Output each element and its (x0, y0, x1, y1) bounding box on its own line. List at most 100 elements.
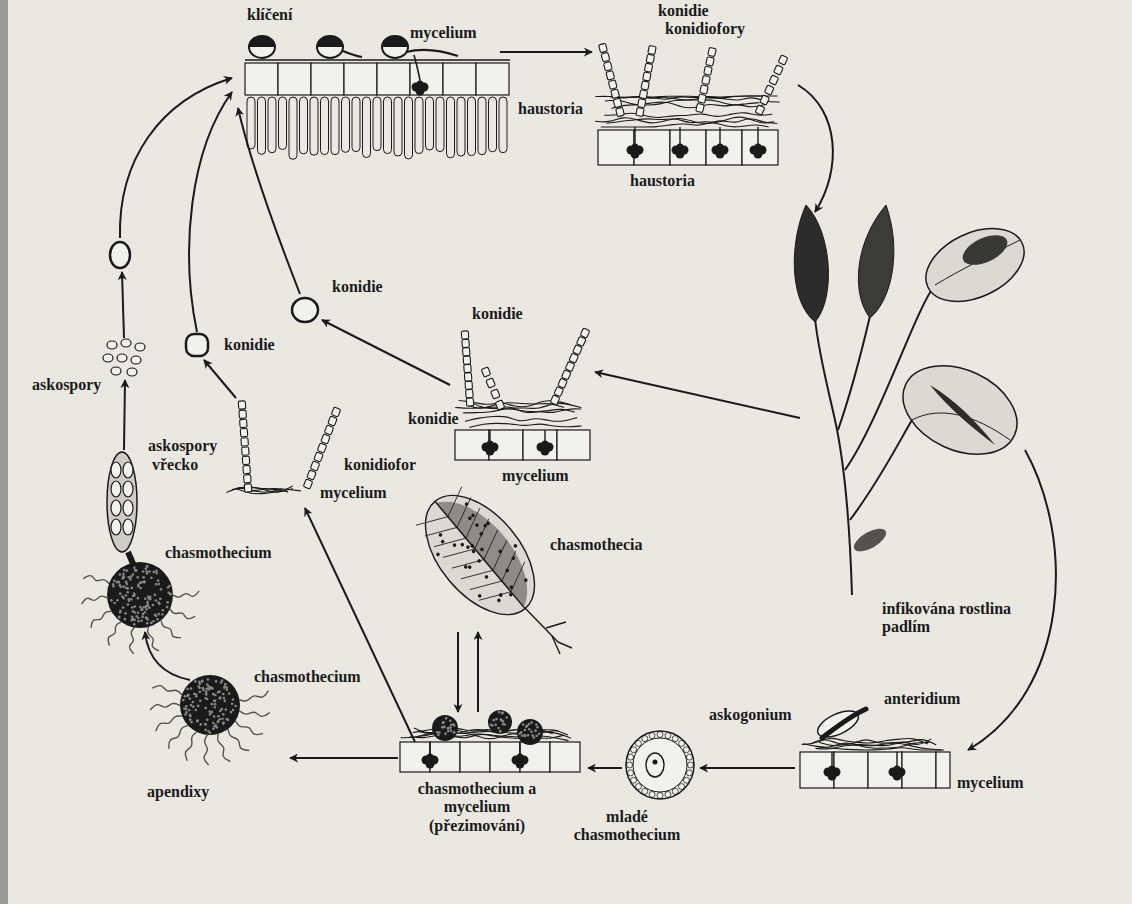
illustration-circle (148, 606, 151, 609)
illustration-circle (145, 605, 148, 608)
illustration-ellipse (135, 343, 145, 351)
illustration-circle (217, 720, 220, 723)
illustration-circle (487, 441, 494, 448)
illustration-path (245, 59, 510, 61)
illustration-circle (217, 691, 220, 694)
illustration-rect (648, 45, 656, 54)
illustration-circle (829, 766, 836, 773)
illustration-rect (430, 742, 460, 772)
illustration-circle (534, 729, 537, 732)
illustration-circle (169, 592, 172, 595)
illustration-rect (457, 97, 465, 156)
illustration-circle (672, 788, 678, 794)
illustration-circle (232, 698, 235, 701)
illustration-circle (511, 556, 516, 561)
stage-label: mladé chasmothecium (565, 808, 689, 845)
illustration-ellipse (111, 481, 121, 497)
illustration-circle (716, 150, 725, 159)
stage-label: konidie (656, 2, 711, 20)
illustration-circle (226, 718, 229, 721)
illustration-circle (217, 721, 220, 724)
illustration-circle (150, 576, 153, 579)
illustration-circle (683, 777, 689, 783)
illustration-circle (118, 584, 121, 587)
illustration-path (185, 732, 196, 761)
illustration-circle (160, 588, 163, 591)
stage-label: klíčení (245, 6, 294, 24)
illustration-path (156, 716, 182, 731)
stage-label: infikována rostlina padlím (880, 600, 1014, 637)
illustration-circle (484, 574, 489, 579)
illustration-circle (127, 598, 130, 601)
illustration-circle (113, 602, 116, 605)
illustration-rect (314, 452, 323, 462)
illustration-circle (207, 678, 210, 681)
illustration-circle (190, 687, 193, 690)
illustration-circle (185, 711, 188, 714)
illustration-circle (124, 618, 127, 621)
illustration-rect (363, 97, 371, 158)
illustration-path (170, 609, 195, 619)
illustration-circle (498, 592, 503, 597)
illustration-circle (635, 784, 641, 790)
illustration-circle (686, 770, 692, 776)
illustration-path (82, 596, 108, 604)
illustration-circle (631, 777, 637, 783)
cycle-arrow (124, 380, 125, 450)
illustration-circle (509, 585, 514, 590)
illustration-circle (209, 731, 212, 734)
illustration-circle (187, 694, 190, 697)
illustration-g (245, 36, 510, 159)
stage-label: chasmothecium (163, 544, 274, 562)
illustration-circle (126, 591, 129, 594)
illustration-circle (438, 731, 441, 734)
illustration-path (83, 576, 109, 584)
illustration-circle (483, 523, 488, 528)
illustration-rect (242, 456, 250, 464)
illustration-circle (157, 579, 160, 582)
illustration-path (634, 127, 635, 146)
illustration-circle (133, 592, 136, 595)
illustration-path (815, 743, 941, 750)
cycle-arrow (238, 108, 300, 294)
illustration-circle (538, 732, 541, 735)
illustration-circle (221, 679, 224, 682)
illustration-rect (616, 107, 625, 117)
illustration-circle (119, 611, 122, 614)
illustration-rect (936, 752, 950, 788)
illustration-circle (212, 693, 215, 696)
illustration-circle (197, 705, 200, 708)
illustration-ellipse (107, 452, 137, 552)
illustration-circle (427, 754, 434, 761)
illustration-circle (628, 770, 634, 776)
illustration-rect (241, 438, 249, 446)
illustration-circle (189, 718, 192, 721)
illustration-circle (205, 693, 208, 696)
illustration-ellipse (117, 354, 127, 362)
illustration-circle (124, 612, 127, 615)
stage-label: konidiofor (342, 456, 418, 474)
illustration-circle (182, 699, 185, 702)
illustration-circle (139, 587, 142, 590)
illustration-circle (205, 693, 208, 696)
stage-label: konidie (222, 336, 277, 354)
illustration-path (595, 118, 777, 124)
illustration-circle (210, 711, 213, 714)
illustration-path (794, 205, 828, 322)
illustration-circle (122, 576, 125, 579)
illustration-rect (240, 428, 248, 436)
illustration-rect (489, 97, 497, 152)
illustration-rect (580, 328, 590, 338)
illustration-circle (435, 552, 440, 557)
illustration-circle (123, 569, 126, 572)
illustration-path (343, 51, 362, 57)
illustration-circle (133, 605, 136, 608)
illustration-circle (130, 598, 133, 601)
illustration-circle (131, 606, 134, 609)
illustration-rect (641, 81, 649, 90)
illustration-circle (198, 686, 201, 689)
illustration-rect (696, 103, 705, 112)
illustration-rect (698, 94, 707, 103)
illustration-circle (125, 594, 128, 597)
